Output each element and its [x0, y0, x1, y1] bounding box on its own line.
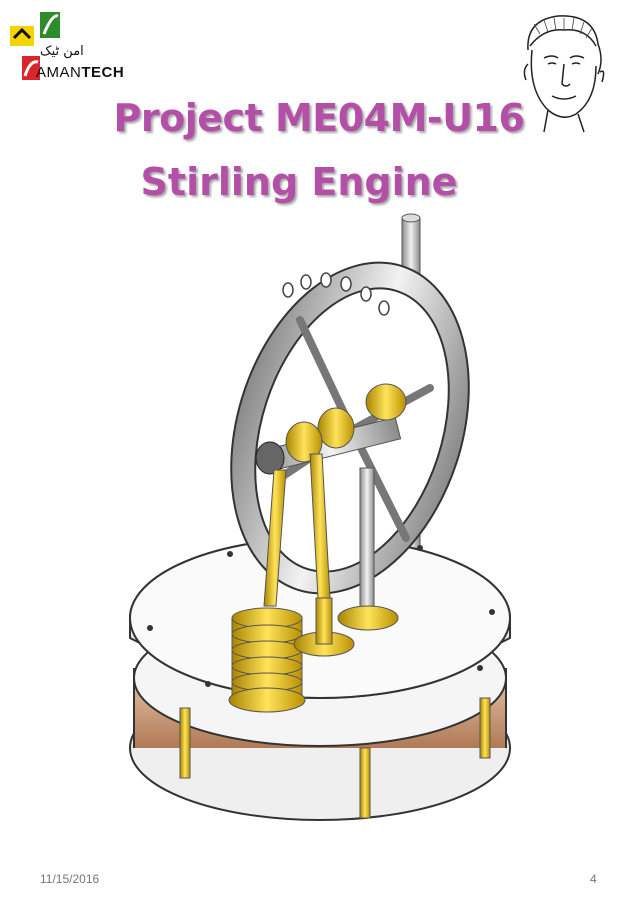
footer-date: 11/15/2016: [40, 872, 100, 886]
page-number: 4: [590, 872, 597, 886]
author-portrait-sketch: [523, 15, 605, 133]
title-line-2: Stirling Engine: [140, 160, 458, 204]
stirling-engine-illustration: [129, 213, 511, 821]
logo-urdu-text: امن ٹیک: [40, 44, 84, 59]
amantech-logo-icon: [10, 12, 60, 80]
title-line-1: Project ME04M-U16: [113, 96, 525, 140]
logo-text: AMANTECH: [36, 64, 125, 81]
